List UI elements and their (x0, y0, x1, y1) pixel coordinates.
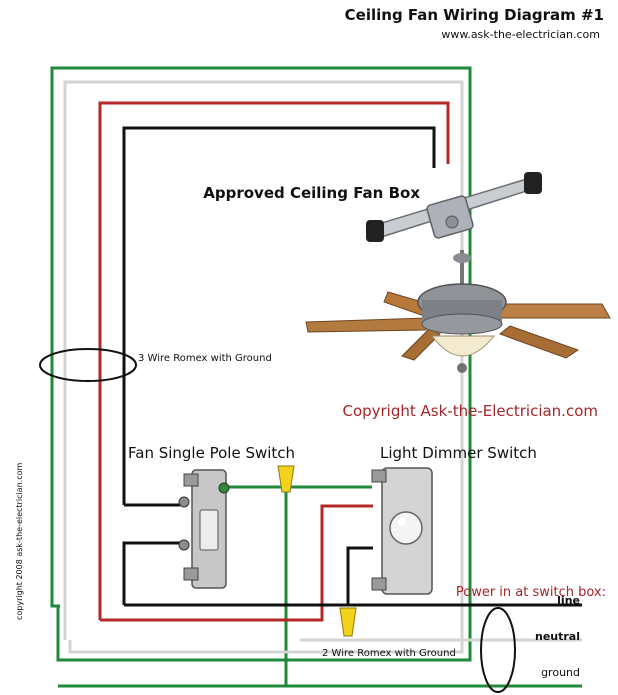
side-copyright-label: copyright 2008 ask-the-electrician.com (15, 463, 24, 620)
dimmer-switch-label: Light Dimmer Switch (380, 444, 537, 462)
ceiling-fan (305, 250, 611, 373)
dimmer-switch-device (371, 467, 433, 595)
hot-wire (122, 126, 582, 607)
fan-switch-label: Fan Single Pole Switch (128, 444, 295, 462)
switched-hot-wire (98, 101, 450, 622)
website-label: www.ask-the-electrician.com (441, 28, 600, 41)
wire-nut-fan-switch (277, 465, 295, 493)
romex-3wire-label: 3 Wire Romex with Ground (138, 353, 272, 364)
ceiling-box-label: Approved Ceiling Fan Box (203, 184, 420, 202)
ceiling-fan-box (366, 172, 542, 242)
copyright-label: Copyright Ask-the-Electrician.com (342, 402, 598, 420)
wire-nut-power (339, 607, 357, 637)
romex-2wire-label: 2 Wire Romex with Ground (322, 648, 456, 659)
ground-label: ground (541, 666, 580, 679)
line-label: line (557, 594, 580, 607)
romex-3wire-oval (39, 348, 137, 382)
power-label: Power in at switch box: (456, 585, 606, 600)
diagram-title: Ceiling Fan Wiring Diagram #1 (345, 6, 604, 24)
fan-switch-device (178, 469, 230, 589)
romex-2wire-oval (480, 607, 516, 693)
neutral-label: neutral (535, 630, 580, 643)
